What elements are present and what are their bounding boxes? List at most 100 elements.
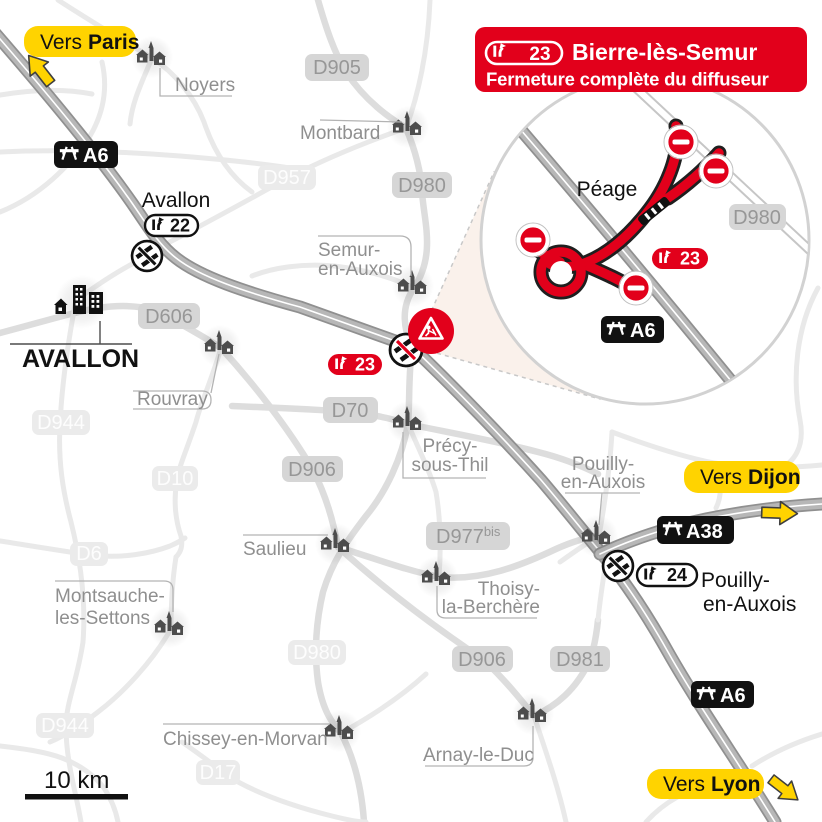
road-badge-d70: D70	[323, 397, 378, 423]
scale-bar-line	[25, 794, 128, 800]
road-badge-d957-label: D957	[263, 167, 311, 189]
direction-dijon-badge	[684, 461, 800, 493]
closure-banner: 23 Bierre-lès-Semur Fermeture complète d…	[475, 27, 807, 92]
inset-road-badge-d980: D980	[729, 204, 786, 230]
inset-motorway-badge-a6-label: A6	[630, 320, 656, 342]
exit-23-closed-slash	[394, 338, 418, 362]
direction-lyon-city: Lyon	[711, 773, 760, 796]
road-badge-d10-label: D10	[157, 468, 194, 490]
motorway-badge-a6-bottom: A6	[691, 681, 754, 708]
road-badge-d906-low-label: D906	[458, 649, 506, 671]
road-badge-d981-label: D981	[556, 649, 604, 671]
direction-dijon-city: Dijon	[748, 466, 801, 489]
no-entry-icon	[514, 221, 552, 259]
road-badge-d17-label: D17	[200, 762, 237, 784]
inset-motorway-badge-a6: A6	[601, 316, 664, 343]
motorway-badge-a6-top-label: A6	[83, 145, 109, 167]
no-entry-icon	[617, 269, 655, 307]
interchange-inset: Péage D980 23 A6	[479, 74, 811, 406]
exit-22-pill	[143, 213, 200, 238]
banner-exit-number: 23	[529, 44, 550, 65]
exit-23-number: 23	[355, 355, 375, 375]
scale-bar: 10 km	[25, 767, 128, 800]
road-badge-d977-sup: bis	[484, 524, 501, 539]
road-badge-d944-low: D944	[36, 713, 94, 738]
town-icon-montsauche	[149, 606, 191, 648]
direction-lyon-badge	[647, 769, 764, 799]
direction-dijon-prefix: Vers	[700, 466, 742, 489]
road-badge-d944-low-label: D944	[41, 715, 89, 737]
exit-24-number: 24	[667, 565, 687, 585]
toll-label: Péage	[577, 178, 638, 201]
road-badge-d977bis: D977bis	[426, 522, 510, 550]
toll-barrier-icon	[638, 197, 670, 225]
direction-paris-badge	[24, 26, 136, 57]
banner-exit-pill	[484, 40, 564, 66]
road-badge-d980-low-label: D980	[293, 642, 341, 664]
motorway-badge-a38-label: A38	[686, 521, 723, 543]
town-label-thoisy-2: la-Berchère	[442, 597, 540, 618]
exit-22-number: 22	[170, 216, 190, 236]
exit-23-group: 23	[328, 306, 456, 375]
town-label-montbard: Montbard	[300, 123, 380, 144]
road-badge-d905-label: D905	[313, 57, 361, 79]
road-badges: D905 D957 D980 D606 D944 D70 D10 D906 D6…	[32, 54, 610, 785]
no-entry-icon	[662, 123, 700, 161]
direction-dijon: Vers Dijon	[684, 461, 801, 526]
exit-22-group: Avallon 22	[130, 189, 211, 273]
town-label-pouilly-1: Pouilly-	[572, 454, 634, 475]
town-label-noyers: Noyers	[175, 75, 235, 96]
road-badge-d980-top-label: D980	[398, 175, 446, 197]
inset-direction-chevrons	[506, 143, 698, 381]
town-icon-saulieu	[315, 523, 357, 565]
inset-road-badge-d980-label: D980	[733, 207, 781, 229]
inset-exit-23: 23	[652, 248, 708, 269]
town-label-semur-1: Semur-	[318, 240, 380, 261]
road-badge-d906-low: D906	[452, 646, 513, 672]
motorway-a6	[0, 28, 782, 822]
town-label-precy-1: Précy-	[423, 436, 478, 457]
exit-24-group: 24 Pouilly- en-Auxois	[601, 549, 796, 616]
road-badge-d6-label: D6	[76, 543, 102, 565]
road-badge-d70-label: D70	[332, 400, 369, 422]
road-badge-d944-top: D944	[32, 410, 90, 435]
town-label-arnay: Arnay-le-Duc	[423, 745, 534, 766]
road-badge-d906-mid: D906	[282, 456, 343, 482]
exit-24-city-label-2: en-Auxois	[703, 593, 796, 616]
town-label-saulieu: Saulieu	[243, 539, 306, 560]
exit-22-closed-slash	[136, 245, 158, 267]
town-label-montsauche-2: les-Settons	[55, 608, 150, 629]
road-badge-d977-label: D977	[436, 526, 484, 548]
exit-22-city-label: Avallon	[142, 189, 211, 212]
exit-24-closed-slash	[607, 555, 629, 577]
svg-text:D977bis: D977bis	[436, 524, 501, 548]
town-label-semur-2: en-Auxois	[318, 259, 403, 280]
towns: Noyers Montbard Semur- en-Auxois Rouvray…	[55, 36, 646, 767]
inset-exit-23-number: 23	[680, 249, 700, 269]
town-icon-rouvray	[199, 325, 241, 367]
motorway-badge-a38: A38	[657, 516, 734, 544]
roadworks-icon	[406, 306, 456, 356]
direction-paris-prefix: Vers	[40, 31, 82, 54]
exit-23-pill	[328, 354, 382, 375]
town-label-chissey: Chissey-en-Morvan	[163, 729, 328, 750]
town-label-montsauche-1: Montsauche-	[55, 586, 165, 607]
town-label-pouilly-2: en-Auxois	[561, 472, 646, 493]
town-label-precy-2: sous-Thil	[411, 455, 488, 476]
road-badge-d10: D10	[152, 466, 198, 491]
road-badge-d6: D6	[70, 542, 108, 566]
road-badge-d957: D957	[258, 165, 316, 190]
town-icon-montbard	[387, 106, 429, 148]
road-badge-d981: D981	[550, 646, 610, 672]
banner-title: Bierre-lès-Semur	[572, 39, 757, 65]
road-badge-d905: D905	[305, 54, 369, 81]
road-badge-d606-label: D606	[145, 306, 193, 328]
no-entry-icon	[697, 152, 735, 190]
